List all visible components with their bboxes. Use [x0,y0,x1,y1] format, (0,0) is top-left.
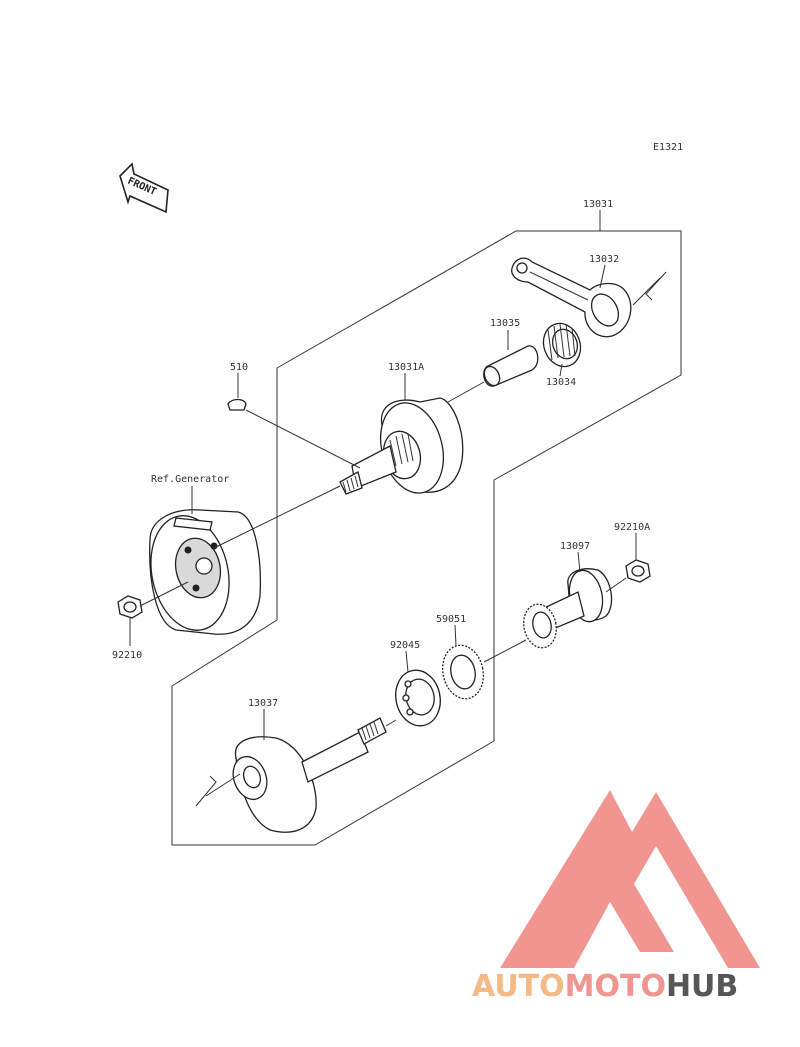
label-13034: 13034 [546,377,576,388]
nut-axis-line [139,581,189,607]
label-13037: 13037 [248,698,278,709]
label-59051: 59051 [436,614,466,625]
diagram-code: E1321 [653,142,683,153]
leader-13097 [577,551,581,573]
leader-13034 [559,363,563,377]
ball-bearing [395,669,441,727]
label-13031: 13031 [583,199,613,210]
key-to-shaft-line [245,409,361,469]
reference-label: Ref.Generator [151,474,229,485]
nut-92210A [625,559,651,583]
woodruff-key [227,398,247,411]
leader-13032 [599,264,606,289]
connecting-rod [511,257,632,338]
balancer-axis-line [205,773,241,797]
assembly-boundary-link [171,368,278,687]
conrod-axis-line [632,277,661,306]
gear-link-line [483,639,527,663]
nut-92210 [117,595,143,619]
crankshaft-half [339,397,464,495]
needle-bearing [542,322,582,368]
crank-pin [483,345,539,387]
conrod-center-arrow [645,271,667,301]
label-13032: 13032 [589,254,619,265]
leader-92045 [405,650,409,673]
assembly-boundary-upper [276,230,682,640]
front-arrow-icon: FRONT [119,162,169,214]
assembly-boundary-lower [171,640,495,846]
watermark-text: AUTOMOTOHUB [472,969,738,1004]
balancer-shaft [232,717,387,833]
leader-59051 [454,624,457,647]
label-13035: 13035 [490,318,520,329]
label-92045: 92045 [390,640,420,651]
balancer-center-arrow [195,775,217,807]
automotohub-logo: AUTOMOTOHUB [472,790,760,1004]
generator-axis-line [213,485,341,549]
generator-rotor [149,509,262,635]
label-13097: 13097 [560,541,590,552]
label-92210A: 92210A [614,522,650,533]
crankpin-axis-line [447,381,485,403]
balancer-gear-shaft [523,568,613,649]
gear-axis-line [605,577,627,593]
label-92210: 92210 [112,650,142,661]
label-510: 510 [230,362,248,373]
gear-59051 [441,644,485,700]
shaft-link-line [385,719,397,727]
label-13031A: 13031A [388,362,424,373]
